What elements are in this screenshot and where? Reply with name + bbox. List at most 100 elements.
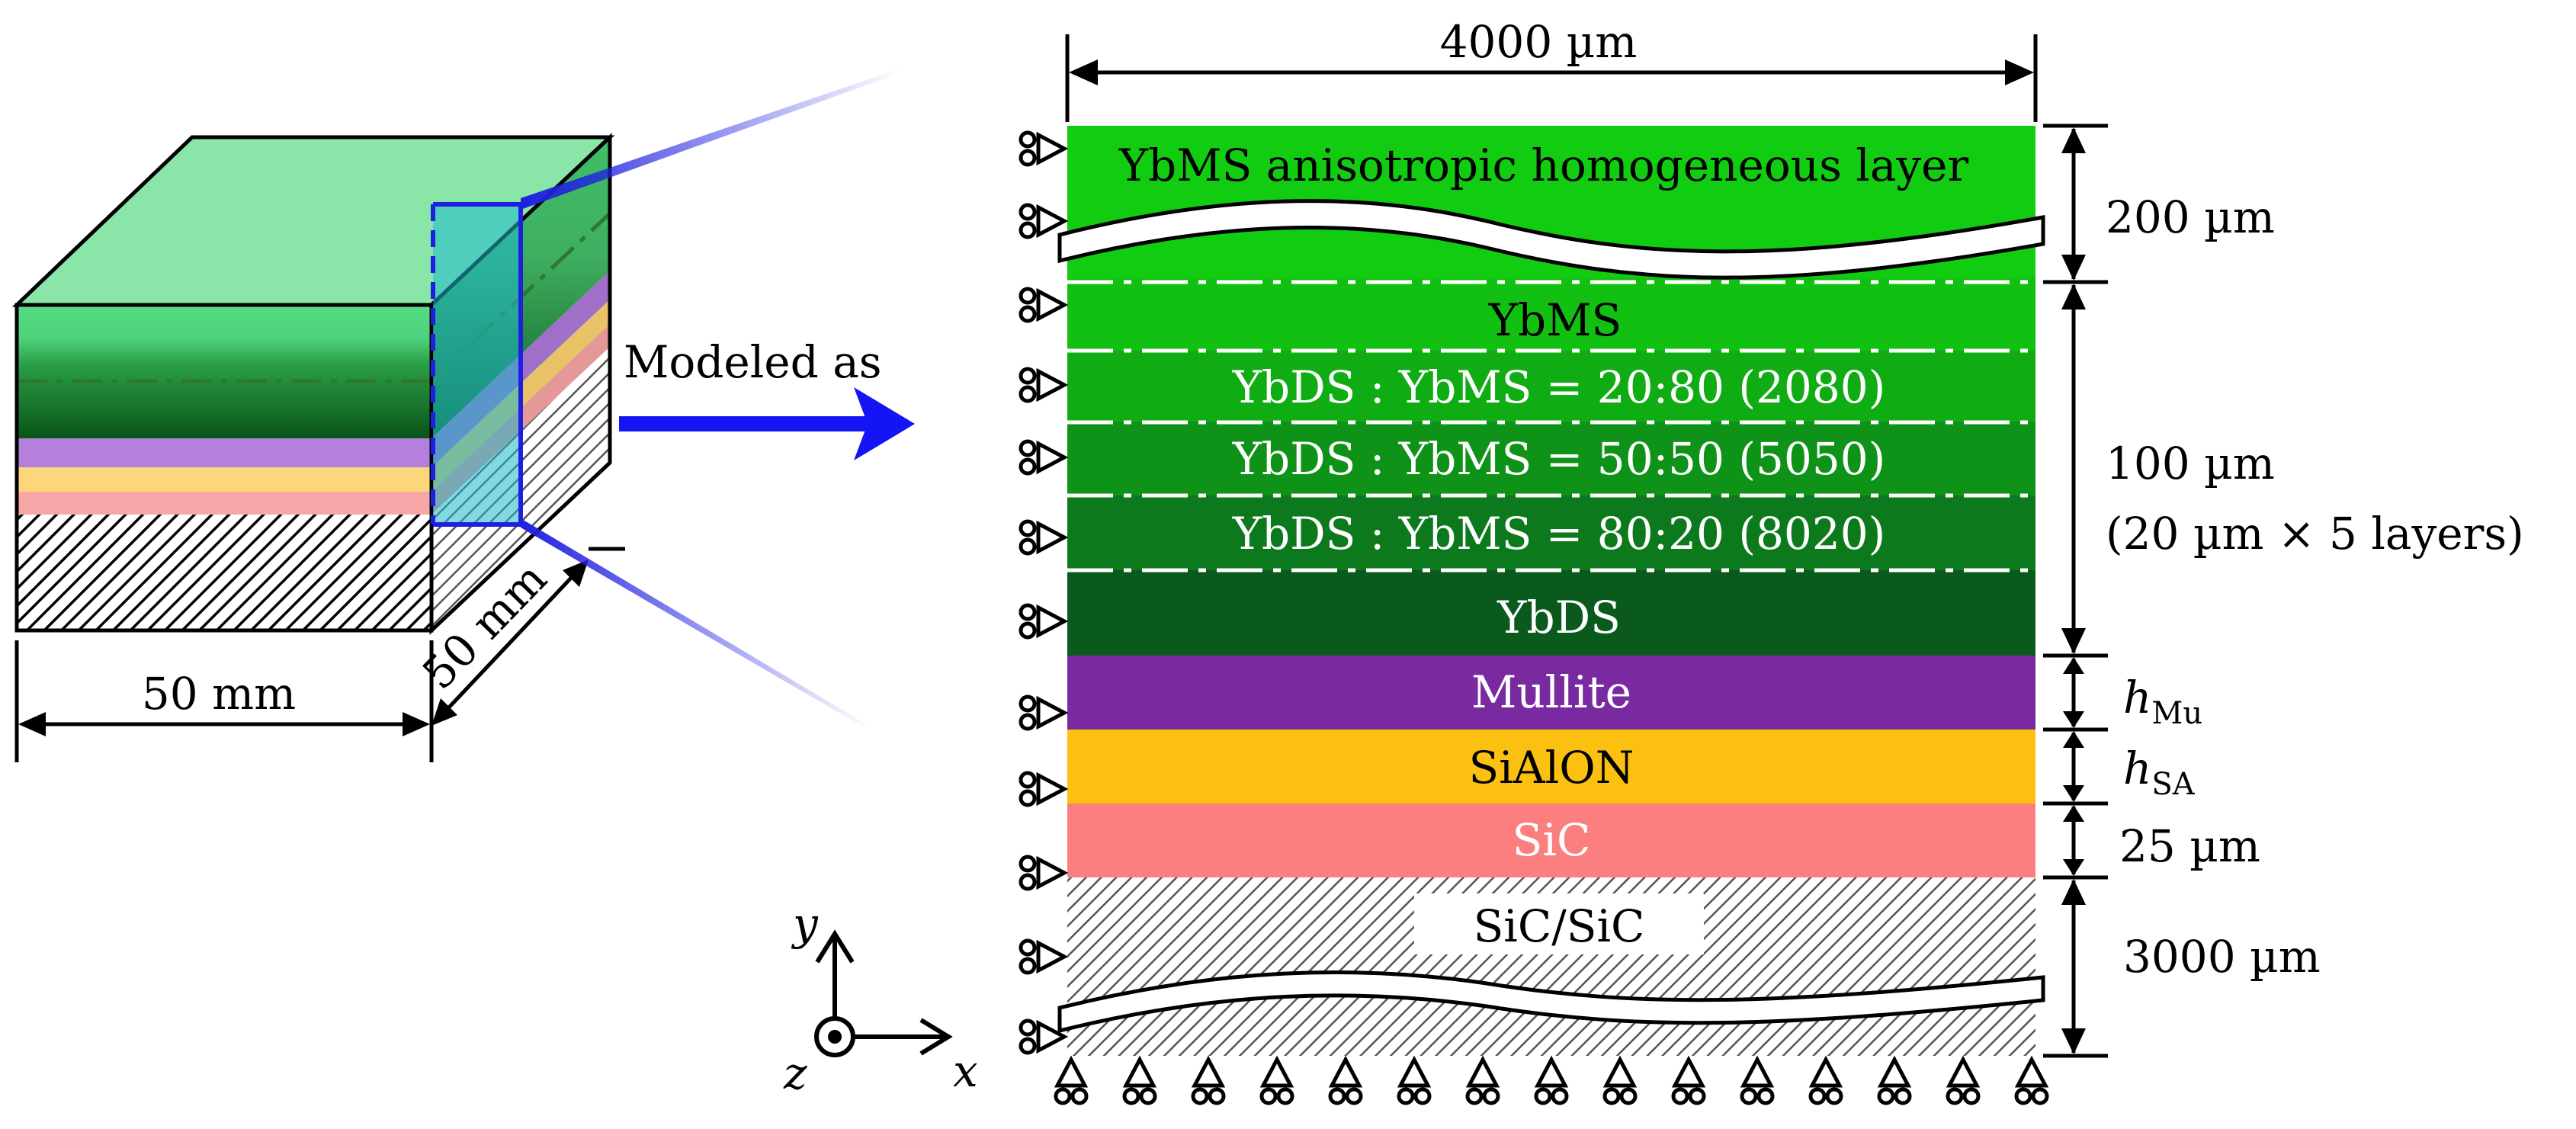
bottom-support-roller (1894, 1087, 1912, 1105)
layer-ybms (1067, 278, 2035, 354)
bottom-support-roller (1808, 1087, 1827, 1105)
label-2080: YbDS : YbMS = 20:80 (2080) (1232, 361, 1886, 413)
break-bottom (1057, 970, 2045, 1034)
block-front-ybms (17, 305, 431, 438)
zoom-line-bottom (521, 518, 869, 730)
left-support-triangle (1036, 287, 1069, 322)
bottom-support-roller (1070, 1087, 1089, 1105)
model-width-arrow-left (1069, 59, 1098, 85)
left-support-9 (1019, 771, 1069, 807)
modeled-as-arrow: Modeled as (619, 336, 915, 460)
bottom-support-roller (1465, 1087, 1484, 1105)
layer-ybds (1067, 570, 2035, 656)
section-plane-outline (433, 202, 523, 527)
left-support-11 (1019, 938, 1069, 975)
dim-label-sialon-subscript: SA (2151, 767, 2195, 802)
left-support-triangle (1036, 520, 1069, 555)
bottom-support-roller (1877, 1087, 1895, 1105)
bottom-support-triangle (1534, 1055, 1569, 1088)
label-8020: YbDS : YbMS = 80:20 (8020) (1232, 508, 1886, 560)
break-top (1057, 199, 2045, 280)
bottom-support-triangle (1054, 1055, 1089, 1088)
left-support-roller (1019, 1037, 1037, 1055)
bottom-support-roller (1534, 1087, 1552, 1105)
left-support-7 (1019, 603, 1069, 640)
dim-label-graded-detail: (20 µm × 5 layers) (2106, 508, 2524, 560)
axis-z-label: z (783, 1047, 807, 1099)
dim-label-mullite-subscript: Mu (2151, 696, 2202, 731)
left-support-roller (1019, 873, 1037, 891)
left-support-roller (1019, 221, 1037, 239)
left-support-triangle (1036, 440, 1069, 475)
left-support-roller (1019, 957, 1037, 975)
bottom-support-15 (2014, 1055, 2049, 1105)
left-support-roller (1019, 789, 1037, 807)
left-support-roller (1019, 938, 1037, 957)
bottom-support-triangle (1259, 1055, 1294, 1088)
left-support-1 (1019, 130, 1069, 167)
section-plane (433, 204, 521, 524)
bottom-support-2 (1122, 1055, 1157, 1105)
block-width-arrow-left (18, 712, 46, 736)
bottom-support-roller (1054, 1087, 1072, 1105)
dim-substrate-arrow-top (2061, 879, 2086, 905)
bottom-support-roller (1191, 1087, 1209, 1105)
dim-label-sic: 25 µm (2119, 820, 2260, 872)
left-support-roller (1019, 305, 1037, 323)
left-support-8 (1019, 694, 1069, 731)
bottom-support-roller (1397, 1087, 1415, 1105)
dim-top-coat-arrow-top (2061, 127, 2086, 153)
bottom-support-roller (1946, 1087, 1964, 1105)
left-support-roller (1019, 771, 1037, 789)
model-cross-section: YbMS anisotropic homogeneous layer YbMS … (1057, 16, 2045, 1056)
bottom-support-roller (1276, 1087, 1294, 1105)
label-sic-sic: SiC/SiC (1474, 900, 1645, 952)
block-depth-arrow-high (563, 560, 589, 587)
model-width-label: 4000 µm (1440, 16, 1638, 68)
bottom-support-triangle (1808, 1055, 1843, 1088)
label-ybds: YbDS (1497, 592, 1621, 643)
bottom-support-9 (1602, 1055, 1638, 1105)
bottom-support-13 (1877, 1055, 1912, 1105)
bottom-support-roller (1259, 1087, 1278, 1105)
label-sic: SiC (1513, 814, 1591, 866)
bottom-support-roller (1482, 1087, 1500, 1105)
bottom-support-roller (1328, 1087, 1346, 1105)
coordinate-axes: y x z (783, 898, 978, 1099)
zoom-line-top (521, 69, 900, 210)
bottom-support-11 (1740, 1055, 1775, 1105)
bottom-support-triangle (1877, 1055, 1912, 1088)
left-support-roller (1019, 1018, 1037, 1037)
block-width-label: 50 mm (142, 668, 296, 720)
bottom-support-triangle (1397, 1055, 1432, 1088)
dim-mullite-arrow-top (2063, 657, 2084, 674)
left-support-roller (1019, 519, 1037, 537)
bottom-support-8 (1534, 1055, 1569, 1105)
left-support-triangle (1036, 367, 1069, 403)
bottom-support-3 (1191, 1055, 1226, 1105)
dim-top-coat-arrow-bottom (2061, 255, 2086, 281)
left-support-roller (1019, 439, 1037, 457)
bottom-support-roller (1602, 1087, 1621, 1105)
bottom-support-roller (2014, 1087, 2032, 1105)
left-support-6 (1019, 519, 1069, 556)
dim-substrate-arrow-bottom (2061, 1028, 2086, 1054)
block-front-mullite (17, 438, 431, 467)
label-sic-sic-background (1414, 893, 1704, 954)
block-width-arrow-right (403, 712, 430, 736)
left-support-roller (1019, 855, 1037, 873)
bottom-support-roller (1551, 1087, 1569, 1105)
layer-sialon (1067, 730, 2035, 803)
thickness-dimensions (2043, 123, 2108, 1058)
left-support-roller (1019, 457, 1037, 476)
left-support-roller (1019, 621, 1037, 640)
left-support-3 (1019, 287, 1069, 323)
left-support-12 (1019, 1018, 1069, 1055)
left-support-roller (1019, 287, 1037, 305)
modeled-as-arrow-head (854, 387, 915, 460)
bottom-support-roller (1345, 1087, 1363, 1105)
left-support-roller (1019, 603, 1037, 621)
dim-sialon-arrow-top (2063, 731, 2084, 748)
axis-x-arrow (919, 1018, 953, 1056)
bottom-support-triangle (1946, 1055, 1981, 1088)
